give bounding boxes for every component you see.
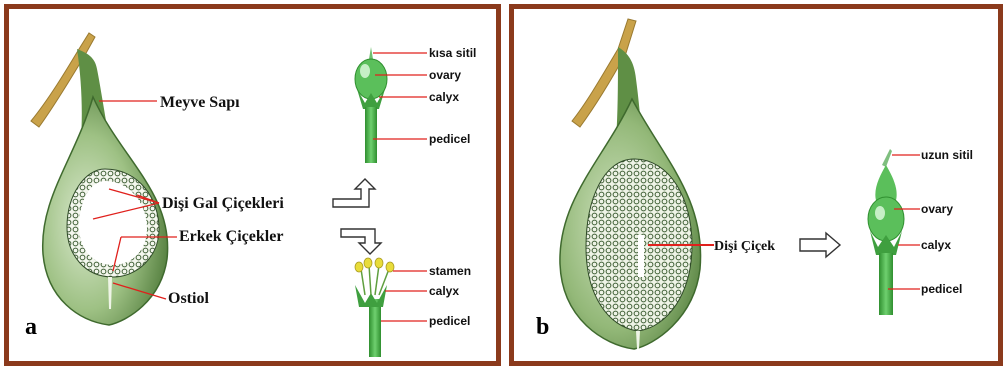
fig-diagram-b: Dişi Çiçek uzun sitil ovary calyx pedice… (514, 9, 998, 361)
female-pedicel-label: pedicel (921, 282, 962, 296)
fig-diagram-a: Meyve Sapı Dişi Gal Çiçekleri Erkek Çiçe… (9, 9, 496, 361)
label-gall-flowers: Dişi Gal Çiçekleri (162, 195, 284, 212)
label-ostiole: Ostiol (168, 290, 209, 307)
arrow-up-right-icon (333, 179, 375, 207)
female-ovary-label: ovary (921, 202, 953, 216)
male-pedicel-label: pedicel (429, 314, 470, 328)
panel-letter-b: b (536, 314, 549, 340)
gall-style-label: kısa sitil (429, 46, 476, 60)
gall-pedicel-label: pedicel (429, 132, 470, 146)
male-stamen-label: stamen (429, 264, 471, 278)
label-male-flowers: Erkek Çiçekler (179, 228, 283, 245)
female-calyx-label: calyx (921, 238, 951, 252)
arrow-right-icon (800, 233, 840, 257)
gall-flower (355, 47, 387, 163)
panel-a: Meyve Sapı Dişi Gal Çiçekleri Erkek Çiçe… (4, 4, 501, 366)
label-female-flower: Dişi Çiçek (714, 239, 775, 254)
female-flower (868, 149, 904, 315)
arrow-down-right-icon (341, 229, 381, 254)
gall-calyx-label: calyx (429, 90, 459, 104)
panel-b: Dişi Çiçek uzun sitil ovary calyx pedice… (509, 4, 1003, 366)
female-style-label: uzun sitil (921, 148, 973, 162)
label-stalk: Meyve Sapı (160, 94, 240, 111)
gall-ovary-label: ovary (429, 68, 461, 82)
male-flower (355, 258, 394, 357)
panel-letter-a: a (25, 314, 37, 340)
male-calyx-label: calyx (429, 284, 459, 298)
